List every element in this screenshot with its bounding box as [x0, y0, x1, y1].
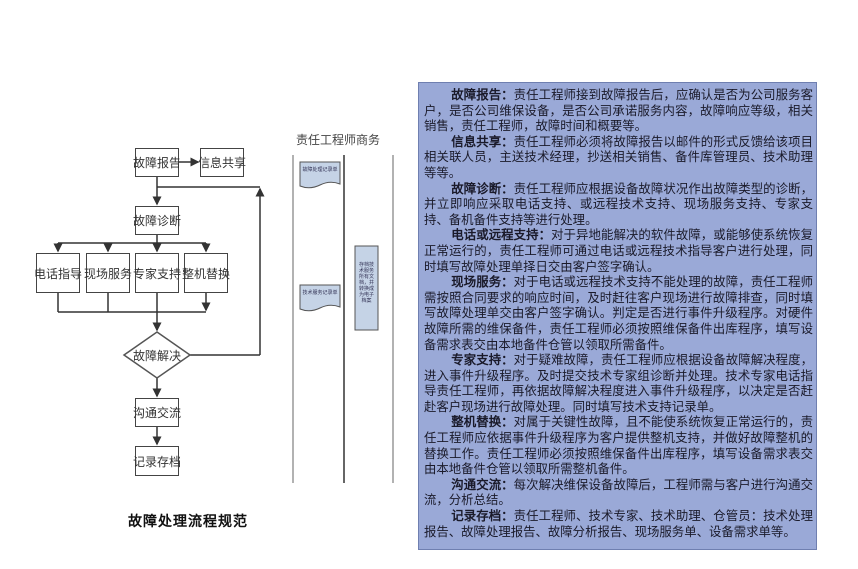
node-expert: 专家支持	[133, 253, 181, 293]
para-replace: 整机替换：对属于关键性故障，且不能使系统恢复正常运行的，责任工程师应依据事件升级…	[424, 414, 814, 477]
para-remote: 电话或远程支持：对于异地能解决的软件故障，或能够使系统恢复正常运行的，责任工程师…	[424, 227, 813, 274]
node-fault-report: 故障报告	[133, 148, 181, 177]
decision-diamond	[122, 331, 192, 379]
node-info-share: 信息共享	[198, 148, 246, 177]
doc-shape-2	[299, 284, 341, 312]
archive-box-text: 存档技术服务所有文档，并转换成为电子档案	[358, 262, 374, 304]
node-phone: 电话指导	[34, 253, 82, 293]
para-expert: 专家支持：对于疑难故障，责任工程师应根据设备故障解决程度，进入事件升级程序。及时…	[424, 352, 814, 414]
para-archive: 记录存档：责任工程师、技术专家、技术助理、仓管员：技术处理报告、故障处理报告、故…	[424, 508, 814, 539]
node-archive: 记录存档	[133, 446, 181, 476]
doc-fault-record: 故障处理记录单	[302, 167, 338, 173]
archive-shape	[354, 245, 379, 331]
node-communicate: 沟通交流	[133, 398, 181, 427]
node-replace: 整机替换	[182, 253, 230, 293]
para-report: 故障报告：责任工程师接到故障报告后，应确认是否为公司服务客户，是否公司维保设备，…	[424, 87, 814, 134]
node-onsite: 现场服务	[84, 253, 132, 293]
description-panel: 故障报告：责任工程师接到故障报告后，应确认是否为公司服务客户，是否公司维保设备，…	[418, 82, 817, 550]
node-resolve: 故障解决	[132, 348, 181, 363]
doc-service-record: 技术服务记录单	[302, 290, 338, 296]
lane-header-engineer: 责任工程师	[296, 133, 357, 147]
doc-shape-1	[299, 161, 341, 189]
para-diagnose: 故障诊断：责任工程师应根据设备故障状况作出故障类型的诊断，并立即响应采取电话支持…	[424, 180, 814, 227]
para-communicate: 沟通交流：每次解决维保设备故障后，工程师需与客户进行沟通交流，分析总结。	[424, 476, 814, 508]
node-diagnose: 故障诊断	[133, 206, 181, 235]
lane-header-business: 商务	[356, 133, 381, 147]
para-share: 信息共享：责任工程师必须将故障报告以邮件的形式反馈给该项目相关联人员，主送技术经…	[424, 133, 814, 180]
para-onsite: 现场服务：对于电话或远程技术支持不能处理的故障，责任工程师需按照合同要求的响应时…	[424, 274, 814, 352]
flowchart-title: 故障处理流程规范	[128, 514, 248, 530]
